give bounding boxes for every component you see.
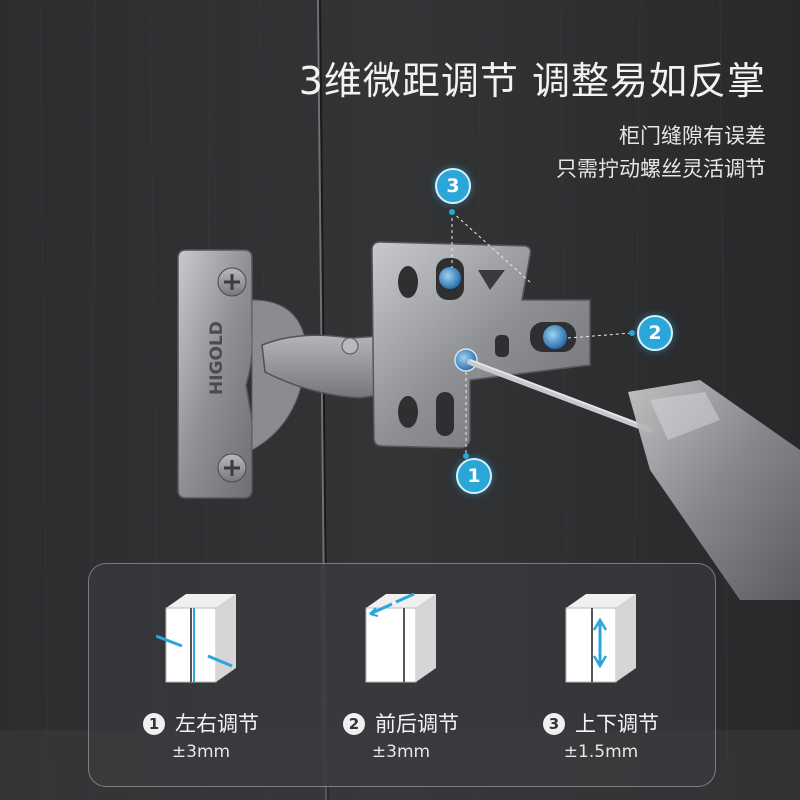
adjustment-front-back: 2 前后调节 ±3mm <box>301 564 501 786</box>
subline-gap-error: 柜门缝隙有误差 <box>619 124 766 148</box>
front-back-adjust-icon <box>365 592 436 683</box>
adjustment-label-text: 前后调节 <box>375 712 459 736</box>
adjustment-up-down: 3 上下调节 ±1.5mm <box>501 564 701 786</box>
adjustment-label: 2 前后调节 <box>301 708 501 738</box>
number-badge-1: 1 <box>143 713 165 735</box>
left-right-adjust-icon <box>156 594 236 683</box>
adjustment-label: 3 上下调节 <box>501 708 701 738</box>
adjustment-range: ±1.5mm <box>563 742 639 762</box>
number-badge-2: 2 <box>343 713 365 735</box>
screw-top-icon <box>217 267 247 297</box>
headline: 3维微距调节 调整易如反掌 <box>298 59 766 103</box>
adjustment-label-text: 上下调节 <box>575 712 659 736</box>
hinge-brand-text: HIGOLD <box>207 321 227 395</box>
adjustment-range: ±3mm <box>371 742 431 762</box>
screw-bottom-icon <box>217 453 247 483</box>
subline-adjust-screw: 只需拧动螺丝灵活调节 <box>556 157 766 181</box>
adjustment-label-text: 左右调节 <box>175 712 259 736</box>
callout-2: 2 <box>637 315 673 351</box>
adjustment-left-right: 1 左右调节 ±3mm <box>101 564 301 786</box>
up-down-adjust-icon <box>565 594 636 683</box>
number-badge-3: 3 <box>543 713 565 735</box>
adjustment-label: 1 左右调节 <box>101 708 301 738</box>
callout-3: 3 <box>435 168 471 204</box>
adjustment-range: ±3mm <box>171 742 231 762</box>
adjustment-card: 1 左右调节 ±3mm 2 前后调节 ±3mm <box>88 563 716 787</box>
callout-1: 1 <box>456 458 492 494</box>
